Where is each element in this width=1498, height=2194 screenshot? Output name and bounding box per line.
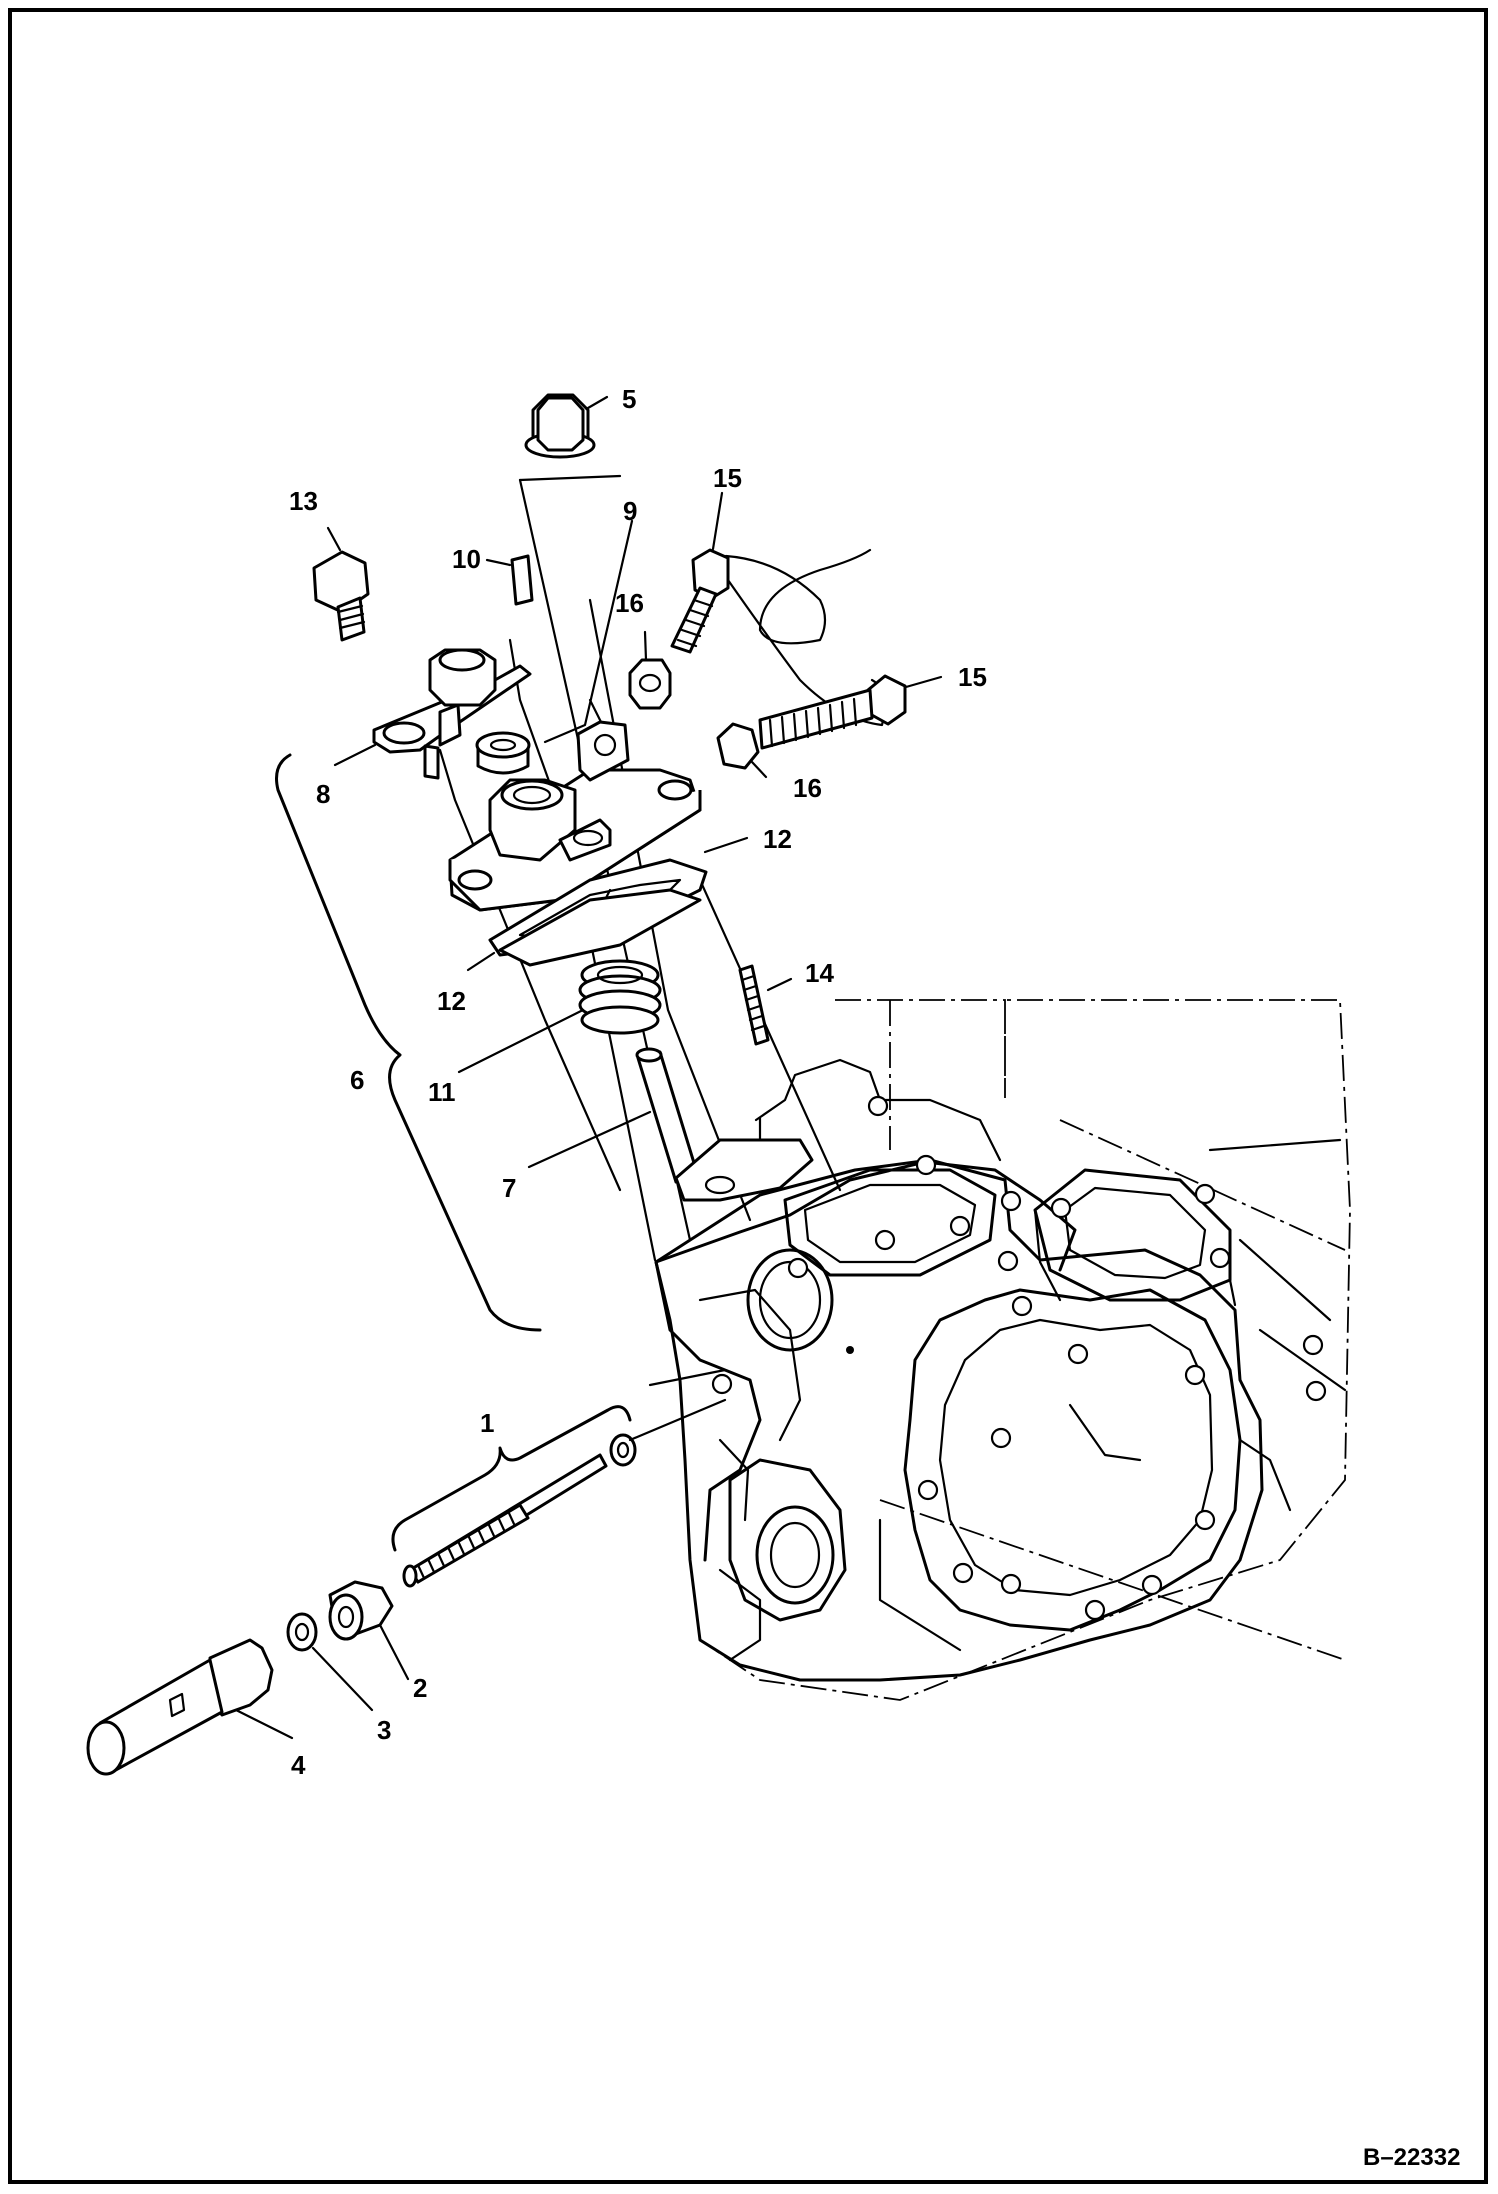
part-16-nut-lower bbox=[716, 722, 760, 770]
part-7-shaft bbox=[635, 1047, 814, 1202]
engine-block-illustration bbox=[654, 999, 1351, 1701]
bracket-part-1 bbox=[391, 1405, 632, 1552]
part-8-lever bbox=[372, 648, 532, 780]
callout-15a: 15 bbox=[713, 463, 742, 493]
engine-bolt-holes bbox=[711, 1095, 1327, 1621]
callout-14: 14 bbox=[805, 958, 834, 988]
callout-9: 9 bbox=[623, 496, 637, 526]
callout-1: 1 bbox=[480, 1408, 494, 1438]
part-10-pin bbox=[510, 554, 534, 606]
callout-3: 3 bbox=[377, 1715, 391, 1745]
part-15-bolt-upper bbox=[670, 548, 730, 654]
callout-2: 2 bbox=[413, 1673, 427, 1703]
part-12-gasket-lower bbox=[498, 888, 702, 967]
part-16-nut-upper bbox=[628, 658, 672, 710]
part-9-bushing bbox=[475, 731, 531, 775]
callout-12a: 12 bbox=[763, 824, 792, 854]
document-id: B–22332 bbox=[1363, 2144, 1460, 2171]
callout-4: 4 bbox=[291, 1750, 306, 1780]
page-border bbox=[8, 8, 1488, 2184]
callout-5: 5 bbox=[622, 384, 636, 414]
part-13-cap-screw bbox=[312, 550, 370, 642]
callout-13: 13 bbox=[289, 486, 318, 516]
part-1-washer bbox=[609, 1433, 637, 1467]
part-5-flange-nut bbox=[524, 393, 596, 459]
bracket-part-6 bbox=[275, 753, 542, 1332]
callout-11: 11 bbox=[428, 1077, 456, 1107]
callouts: 5 13 10 9 15 16 15 8 16 12 12 14 6 11 7 … bbox=[289, 384, 987, 1780]
callout-leaders bbox=[234, 395, 943, 1740]
part-4-cap bbox=[86, 1638, 274, 1776]
part-14-stud bbox=[738, 964, 770, 1046]
callout-7: 7 bbox=[502, 1173, 516, 1203]
governor-assembly bbox=[275, 393, 907, 1387]
callout-10: 10 bbox=[452, 544, 481, 574]
part-3-washer bbox=[286, 1612, 318, 1652]
part-2-lock-nut bbox=[328, 1580, 394, 1641]
callout-16b: 16 bbox=[793, 773, 822, 803]
governor-housing bbox=[448, 720, 702, 912]
callout-12b: 12 bbox=[437, 986, 466, 1016]
adjusting-screw-assembly bbox=[86, 1398, 727, 1776]
callout-8: 8 bbox=[316, 779, 330, 809]
callout-16a: 16 bbox=[615, 588, 644, 618]
part-11-spring bbox=[578, 959, 662, 1035]
callout-15b: 15 bbox=[958, 662, 987, 692]
part-15-bolt-lower bbox=[758, 674, 907, 750]
callout-6: 6 bbox=[350, 1065, 364, 1095]
part-1-adjusting-screw bbox=[402, 1453, 608, 1588]
